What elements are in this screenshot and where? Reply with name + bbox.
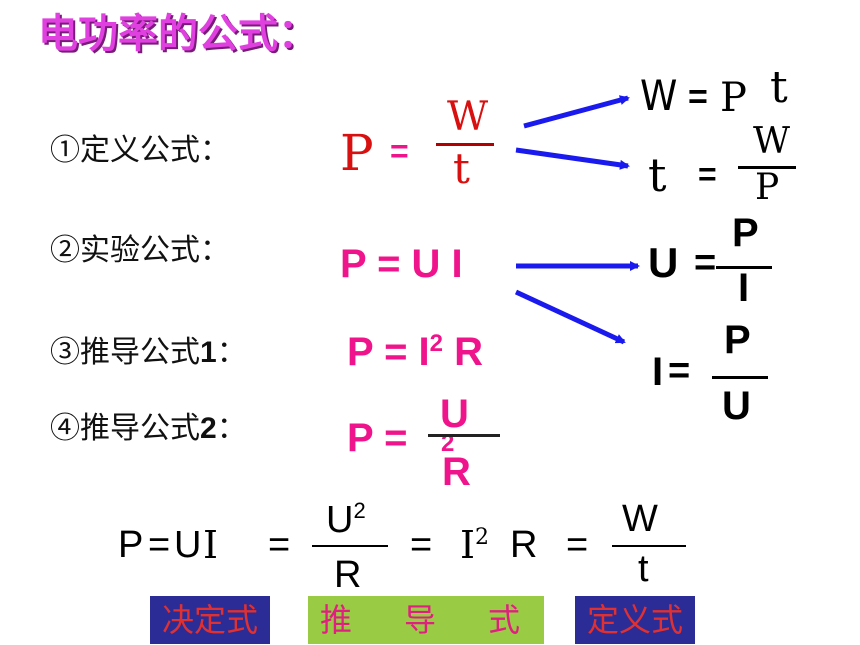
w-result-lhs: W [640, 71, 678, 120]
t-result-den: P [755, 167, 780, 208]
summary-u: U [174, 524, 202, 566]
arrow-to-t [515, 147, 630, 170]
summary-i2: I2 [460, 523, 490, 567]
t-result-lhs: t [648, 148, 667, 202]
def-fraction-bar [436, 143, 494, 146]
summary-eq-4: = [566, 524, 589, 566]
summary-frac2-den: t [638, 548, 649, 590]
box-derived-formula: 推 导 式 [308, 596, 544, 644]
u-result-eq: = [694, 242, 717, 284]
label-experiment: ②实验公式： [50, 233, 230, 268]
arrow-to-w [523, 95, 630, 129]
label-derivation-1: ③推导公式1： [50, 335, 247, 370]
derive2-num: U [440, 392, 469, 436]
def-formula-num: W [447, 94, 489, 140]
summary-eq-2: = [268, 524, 291, 566]
i-fraction-bar [712, 376, 768, 379]
label-definition: ①定义公式： [50, 133, 230, 168]
box-decisive-formula: 决定式 [150, 596, 270, 644]
summary-frac1-bar [312, 545, 388, 547]
label-derivation-2: ④推导公式2： [50, 411, 247, 446]
t-result-eq: = [698, 156, 717, 192]
t-fraction-bar [738, 166, 796, 169]
derive2-sup: 2 [441, 430, 455, 457]
box-definition-formula: 定义式 [575, 596, 695, 644]
summary-frac2-num: W [622, 498, 658, 540]
derive2-den: R [442, 450, 471, 494]
w-result-t: t [770, 62, 788, 113]
w-result-eq: = [688, 78, 708, 116]
exp-formula: P = U I [340, 242, 463, 286]
summary-r: R [510, 524, 538, 566]
summary-i: I [203, 523, 219, 567]
derive1-formula: P = I2 R [347, 330, 484, 374]
page-title: 电功率的公式： [38, 11, 318, 57]
i-result-num: P [724, 318, 751, 362]
i-result-lhs: I [652, 350, 664, 394]
w-result-p: P [720, 75, 747, 121]
derive2-lhs: P = [347, 416, 408, 460]
arrow-to-i [514, 289, 626, 345]
summary-frac2-bar [612, 545, 686, 547]
summary-eq-3: = [410, 524, 433, 566]
summary-eq-1: = [148, 524, 171, 566]
u-result-lhs: U [648, 239, 679, 286]
i-result-den: U [722, 384, 751, 428]
u-result-den: I [738, 266, 750, 310]
t-result-num: W [753, 121, 791, 162]
u-result-num: P [732, 211, 759, 255]
summary-frac1-num: U2 [326, 498, 366, 541]
def-formula-lhs: P [340, 124, 374, 182]
def-formula-eq: = [390, 133, 409, 169]
u-fraction-bar [716, 266, 772, 269]
derive2-fraction-bar [428, 434, 500, 437]
summary-p: P [118, 524, 144, 566]
summary-frac1-den: R [334, 554, 362, 596]
i-result-eq: = [668, 350, 691, 392]
def-formula-den: t [453, 144, 470, 193]
